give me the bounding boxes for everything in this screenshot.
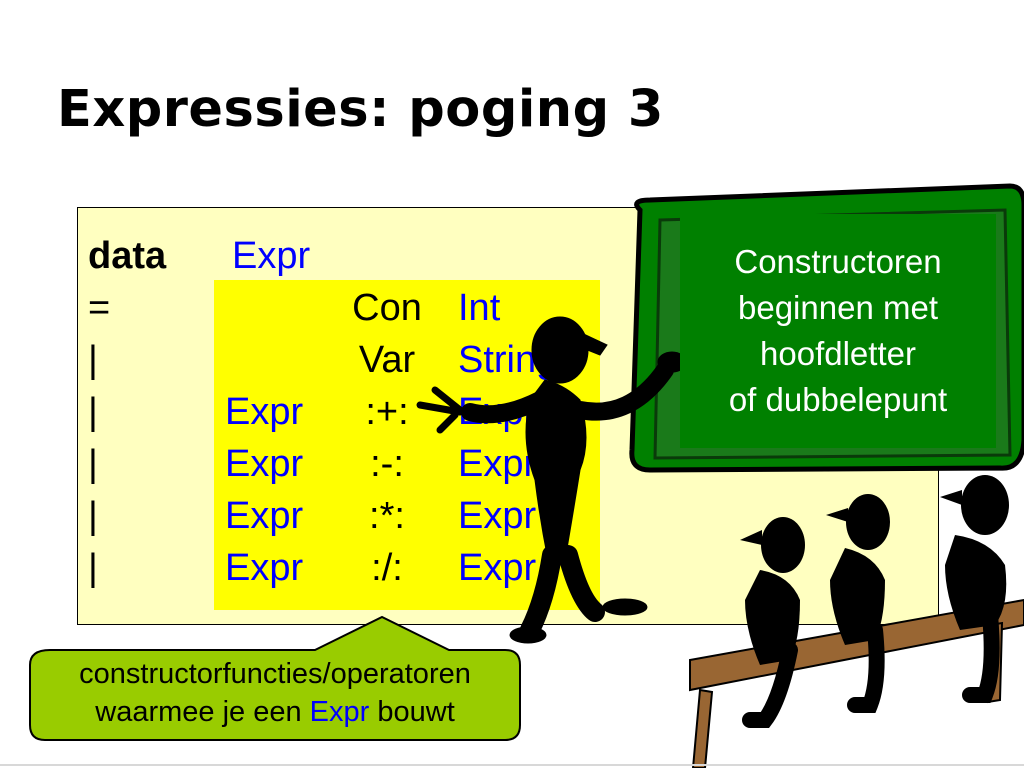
chalkboard-note: Constructoren beginnen met hoofdletter o… <box>680 214 996 448</box>
code-left-operand: Expr <box>225 547 304 589</box>
code-left-operand: Expr <box>225 391 304 433</box>
slide-title: Expressies: poging 3 <box>57 80 664 139</box>
code-constructor: :-: <box>370 443 404 485</box>
callout-prefix: waarmee je een <box>95 696 302 728</box>
chalkboard-line: Constructoren <box>734 243 942 280</box>
student-figure <box>940 475 1009 703</box>
chalkboard-line: beginnen met <box>738 289 938 326</box>
callout-line-2: waarmee je een Expr bouwt <box>30 693 520 731</box>
code-left-operand: Expr <box>225 443 304 485</box>
code-sep: | <box>88 391 98 433</box>
callout-code: Expr <box>309 696 370 728</box>
chalkboard-line: of dubbelepunt <box>728 381 948 418</box>
code-sep: | <box>88 547 98 589</box>
code-constructor: :/: <box>371 547 403 589</box>
code-sep: = <box>88 287 111 329</box>
code-right-operand: Expr <box>458 495 537 537</box>
code-right-operand: Int <box>458 287 501 329</box>
code-left-operand: Expr <box>225 495 304 537</box>
code-right-operand: Expr <box>458 443 537 485</box>
code-right-operand: Expr <box>458 547 537 589</box>
callout-note: constructorfuncties/operatoren waarmee j… <box>30 648 520 738</box>
callout-line-1: constructorfuncties/operatoren <box>79 658 471 690</box>
code-constructor: Con <box>352 287 422 329</box>
bench <box>689 598 1024 768</box>
code-sep: | <box>88 339 98 381</box>
code-sep: | <box>88 495 98 537</box>
chalkboard-line: hoofdletter <box>760 335 916 372</box>
code-constructor: :*: <box>369 495 405 537</box>
code-type-name: Expr <box>232 235 311 277</box>
code-constructor: :+: <box>365 391 409 433</box>
code-keyword-data: data <box>88 235 167 277</box>
code-sep: | <box>88 443 98 485</box>
code-constructor: Var <box>358 339 416 381</box>
code-right-operand: String <box>458 339 558 381</box>
callout-suffix: bouwt <box>377 696 455 728</box>
code-right-operand: Expr <box>458 391 537 433</box>
bottom-divider <box>0 764 1024 766</box>
